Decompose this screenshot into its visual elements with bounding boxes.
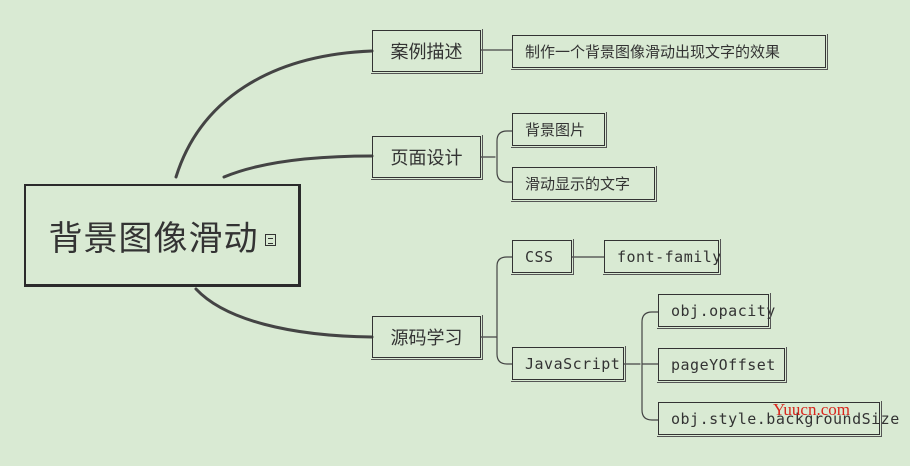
connector-root-design	[222, 154, 374, 179]
connector-source-children	[480, 256, 513, 365]
root-label: 背景图像滑动	[48, 218, 259, 259]
connector-root-source	[194, 287, 374, 339]
js-obj-opacity[interactable]: obj.opacity	[657, 293, 775, 329]
css-font-family[interactable]: font-family	[603, 239, 722, 275]
branch-case[interactable]: 案例描述	[371, 29, 483, 74]
connector-root-case	[174, 49, 374, 179]
source-css-label: CSS	[525, 247, 554, 266]
design-background-image[interactable]: 背景图片	[511, 112, 607, 148]
watermark: Yuucn.com	[773, 400, 850, 419]
design-sliding-text[interactable]: 滑动显示的文字	[511, 166, 657, 202]
js-page-y-offset-label: pageYOffset	[671, 355, 776, 374]
branch-case-label: 案例描述	[390, 42, 463, 63]
source-css[interactable]: CSS	[511, 239, 574, 275]
root-node[interactable]: 背景图像滑动	[24, 184, 301, 287]
branch-design-label: 页面设计	[390, 148, 463, 169]
note-icon[interactable]	[264, 234, 276, 246]
source-javascript-label: JavaScript	[525, 354, 621, 373]
css-font-family-label: font-family	[617, 247, 722, 266]
js-obj-opacity-label: obj.opacity	[671, 301, 776, 320]
case-description-label: 制作一个背景图像滑动出现文字的效果	[525, 43, 781, 61]
js-obj-style-background-size-label: obj.style.backgroundSize	[671, 409, 900, 428]
branch-source-label: 源码学习	[390, 328, 463, 349]
source-javascript[interactable]: JavaScript	[511, 346, 626, 382]
case-description[interactable]: 制作一个背景图像滑动出现文字的效果	[511, 34, 828, 70]
design-sliding-text-label: 滑动显示的文字	[525, 175, 631, 193]
design-background-image-label: 背景图片	[525, 121, 586, 139]
branch-design[interactable]: 页面设计	[371, 135, 483, 180]
js-page-y-offset[interactable]: pageYOffset	[657, 347, 787, 383]
connector-js-children	[623, 311, 659, 421]
branch-source[interactable]: 源码学习	[371, 315, 483, 360]
connector-design-children	[480, 130, 513, 183]
